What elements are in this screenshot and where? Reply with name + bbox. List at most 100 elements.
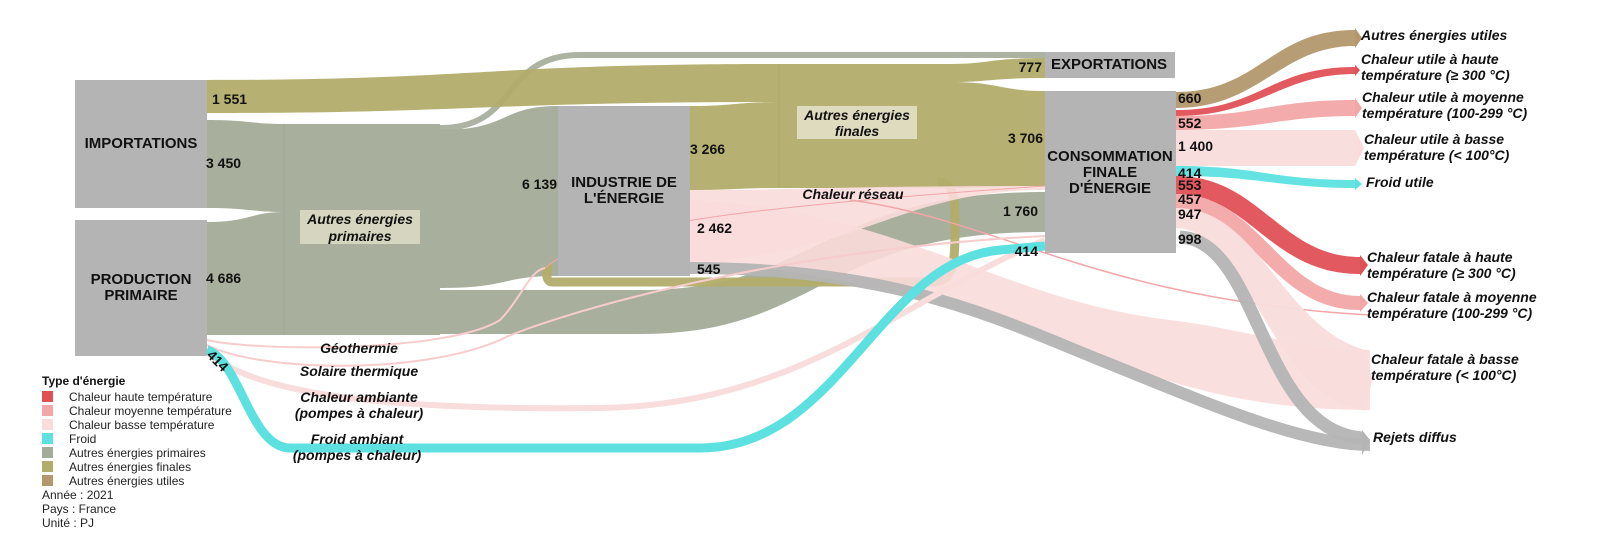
label-conso-1: CONSOMMATION [1047,148,1173,165]
out-fatale-basse-2: température (< 100°C) [1371,367,1517,383]
value-out-basse: 1 400 [1178,138,1213,154]
label-geothermie: Géothermie [320,340,398,356]
label-production-2: PRIMAIRE [104,287,177,304]
arrow-rejets [1362,430,1370,455]
value-out-utiles: 660 [1178,90,1202,106]
flow-out-moyenne [1176,100,1355,130]
legend-swatch [42,475,53,486]
value-out-moyenne: 552 [1178,115,1202,131]
out-moyenne-2: température (100-299 °C) [1362,105,1527,121]
label-industrie-2: L'ÉNERGIE [584,190,664,207]
out-fatale-basse-1: Chaleur fatale à basse [1371,351,1519,367]
arrow-moyenne [1355,98,1362,118]
flow-importations-finales [205,64,780,113]
value-out-fatale-moyenne: 457 [1178,191,1202,207]
flow-primaires-consommation [440,192,1045,334]
flows [204,28,1372,455]
label-conso-3: D'ÉNERGIE [1069,180,1151,197]
value-out-rejets: 998 [1178,231,1202,247]
legend-label: Chaleur haute température [69,390,213,404]
node-importations [75,80,207,208]
flow-industrie-finales [690,102,780,190]
legend-swatch [42,433,53,444]
flow-solaire [206,235,1046,367]
value-out-fatale-basse: 947 [1178,206,1202,222]
arrow-froid [1355,178,1362,190]
value-ind-rejets: 545 [697,261,721,277]
out-haute-2: température (≥ 300 °C) [1361,67,1510,83]
box-finales [797,106,917,139]
arrow-basse [1355,130,1364,166]
out-fatale-moyenne-2: température (100-299 °C) [1367,305,1532,321]
legend-swatch [42,391,53,402]
output-labels: Autres énergies utiles Chaleur utile à h… [1360,27,1537,445]
flow-out-fatale-haute [1176,176,1360,274]
value-labels: 1 551 3 450 4 686 414 6 139 3 266 2 462 … [204,59,1213,375]
value-conso-finales: 3 706 [1008,130,1043,146]
legend-label: Chaleur moyenne température [69,404,232,418]
nodes [75,52,1176,356]
out-froid: Froid utile [1366,174,1434,190]
label-production-1: PRODUCTION [91,271,192,288]
label-primaires-2: primaires [327,228,391,244]
label-finales-2: finales [835,123,880,139]
label-primaires-1: Autres énergies [306,211,413,227]
legend-title: Type d'énergie [42,374,126,388]
legend-label: Autres énergies finales [69,460,191,474]
flow-production-primaires [207,212,285,335]
node-labels: IMPORTATIONS PRODUCTION PRIMAIRE INDUSTR… [85,56,1173,304]
out-moyenne-1: Chaleur utile à moyenne [1362,89,1524,105]
flow-importations-primaires [207,120,285,212]
node-exportations [1045,52,1175,78]
arrow-utiles [1355,28,1362,48]
legend-label: Chaleur basse température [69,418,215,432]
value-out-fatale-haute: 553 [1178,177,1202,193]
arrow-fatale-haute [1360,255,1368,276]
out-basse-2: température (< 100°C) [1364,147,1510,163]
out-utiles: Autres énergies utiles [1360,27,1507,43]
legend-annee: Année : 2021 [42,488,114,502]
value-imp-primaires: 3 450 [206,155,241,171]
flow-out-haute [1176,67,1355,116]
legend-swatch [42,447,53,458]
flow-out-utiles [1176,30,1355,108]
arrow-fatale-basse [1365,348,1372,412]
value-out-froid: 414 [1178,165,1202,181]
value-conso-primaires: 1 760 [1003,203,1038,219]
node-consommation [1045,91,1176,253]
out-fatale-haute-2: température (≥ 300 °C) [1367,265,1516,281]
legend-swatch [42,461,53,472]
node-production-primaire [75,220,207,356]
out-haute-1: Chaleur utile à haute [1361,51,1499,67]
flow-froid-ambiant [205,241,1046,453]
out-fatale-haute-1: Chaleur fatale à haute [1367,249,1513,265]
legend-swatch [42,419,53,430]
arrow-fatale-moyenne [1360,294,1368,312]
label-froid-ambiant-1: Froid ambiant [311,431,405,447]
out-rejets: Rejets diffus [1373,429,1457,445]
flow-finales-exportations [833,58,1045,82]
legend-swatch [42,405,53,416]
label-industrie-1: INDUSTRIE DE [571,174,677,191]
label-exportations: EXPORTATIONS [1051,56,1167,73]
label-importations: IMPORTATIONS [85,135,198,152]
out-fatale-moyenne-1: Chaleur fatale à moyenne [1367,289,1537,305]
value-prod-primaires: 4 686 [206,270,241,286]
value-imp-finales: 1 551 [212,91,247,107]
legend: Type d'énergie Chaleur haute température… [42,374,232,530]
intermediate-labels: Autres énergies primaires Autres énergie… [293,106,917,463]
label-froid-ambiant-2: (pompes à chaleur) [293,447,422,463]
flow-out-rejets [1179,230,1363,445]
label-ambiante-1: Chaleur ambiante [300,389,418,405]
legend-pays: Pays : France [42,502,116,516]
legend-label: Autres énergies utiles [69,474,184,488]
flow-industrie-rejets [689,262,1371,451]
flow-out-basse [1176,130,1355,166]
label-chaleur-reseau: Chaleur réseau [802,186,904,202]
label-finales-1: Autres énergies [803,107,910,123]
legend-unite: Unité : PJ [42,516,94,530]
flow-primaires-industrie [440,106,558,288]
node-industrie [558,106,690,276]
